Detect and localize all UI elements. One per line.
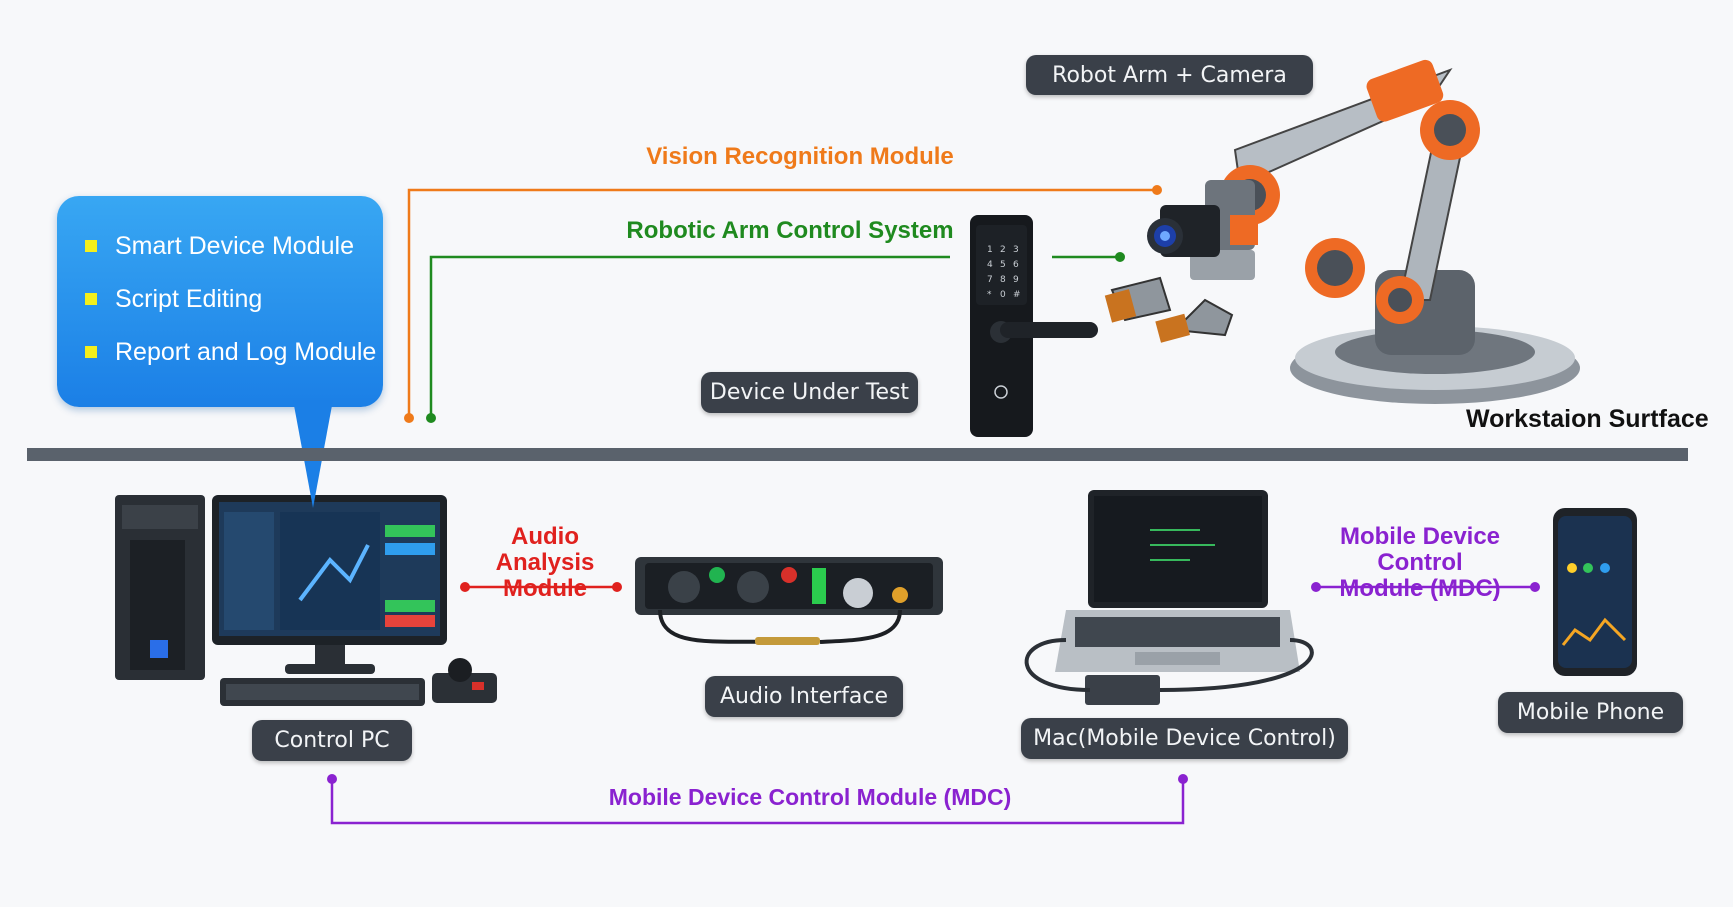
keyboard-icon [220,678,425,706]
monitor-icon [212,495,447,674]
audio-connector [460,582,622,592]
svg-text:5: 5 [1000,260,1006,270]
laptop-icon [1024,490,1314,705]
workstation-surface-bar [27,448,1688,461]
vision-module-label: Vision Recognition Module [646,143,954,170]
vision-connector [404,185,1162,423]
mdc-right-label: Mobile Device Control Module (MDC) [1300,524,1540,602]
bubble-item: Report and Log Module [85,334,383,370]
control-pc-label: Control PC [252,720,412,761]
svg-text:7: 7 [987,275,993,285]
audio-interface-icon [635,557,943,645]
mobile-phone-label: Mobile Phone [1498,692,1683,733]
bubble-item: Smart Device Module [85,228,383,264]
audio-interface-label: Audio Interface [705,676,903,717]
software-features-bubble: Smart Device Module Script Editing Repor… [57,196,383,407]
pc-tower-icon [115,495,205,680]
bullet-square-icon [85,293,97,305]
bubble-item-label: Script Editing [115,284,263,313]
bullet-square-icon [85,240,97,252]
bubble-item: Script Editing [85,281,383,317]
mdc-right-label-line2: Module (MDC) [1339,575,1501,602]
robotic-arm-module-label: Robotic Arm Control System [626,217,954,244]
bubble-item-label: Smart Device Module [115,231,354,260]
audio-module-label-line2: Module [503,575,587,602]
robotic-arm-connector [426,252,1125,423]
svg-text:9: 9 [1013,275,1019,285]
svg-text:4: 4 [987,260,993,270]
bubble-item-label: Report and Log Module [115,337,377,366]
svg-text:2: 2 [1000,245,1006,255]
svg-text:1: 1 [987,245,993,255]
joystick-icon [432,658,497,703]
mdc-bottom-connector [327,774,1188,825]
audio-module-label-line1: Audio Analysis [495,523,595,576]
svg-text:8: 8 [1000,275,1006,285]
smartphone-icon [1553,508,1637,676]
robot-arm-icon [1104,59,1580,404]
bullet-square-icon [85,346,97,358]
mac-label: Mac(Mobile Device Control) [1021,718,1348,759]
mdc-bottom-label: Mobile Device Control Module (MDC) [608,784,1012,810]
camera-icon [1147,205,1220,257]
robot-arm-camera-label: Robot Arm + Camera [1026,55,1313,95]
audio-module-label: Audio Analysis Module [460,524,630,602]
svg-text:6: 6 [1013,260,1019,270]
device-under-test-label: Device Under Test [701,372,918,413]
workstation-surface-label: Workstaion Surtface [1466,405,1709,433]
mdc-right-label-line1: Mobile Device Control [1339,523,1501,576]
svg-text:3: 3 [1013,245,1019,255]
svg-text:0: 0 [1000,290,1006,300]
svg-text:*: * [987,290,992,300]
svg-text:#: # [1013,290,1021,300]
mdc-right-connector [1311,582,1540,592]
